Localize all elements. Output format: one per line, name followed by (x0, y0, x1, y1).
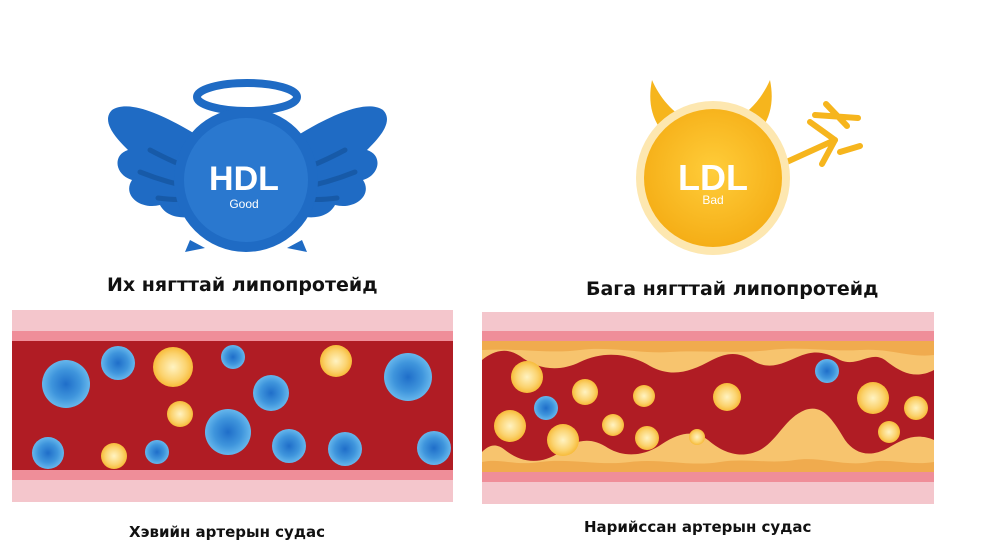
ldl-devil-icon: LDL Bad (636, 80, 863, 255)
hdl-label: HDL (209, 160, 279, 198)
ldl-label: LDL (678, 157, 748, 198)
narrowed-artery (482, 312, 934, 504)
narrowed-artery-caption: Нарийссан артерын судас (584, 518, 812, 536)
healthy-particles (32, 345, 451, 469)
healthy-artery-caption: Хэвийн артерын судас (129, 523, 325, 541)
hdl-title: Их нягттай липопротейд (107, 274, 378, 296)
ldl-sublabel: Bad (702, 193, 723, 207)
healthy-artery (12, 310, 453, 502)
hdl-sublabel: Good (229, 197, 258, 211)
narrowed-particles (494, 359, 928, 456)
ldl-title: Бага нягттай липопротейд (586, 278, 879, 300)
hdl-angel-icon: HDL Good (108, 79, 387, 252)
